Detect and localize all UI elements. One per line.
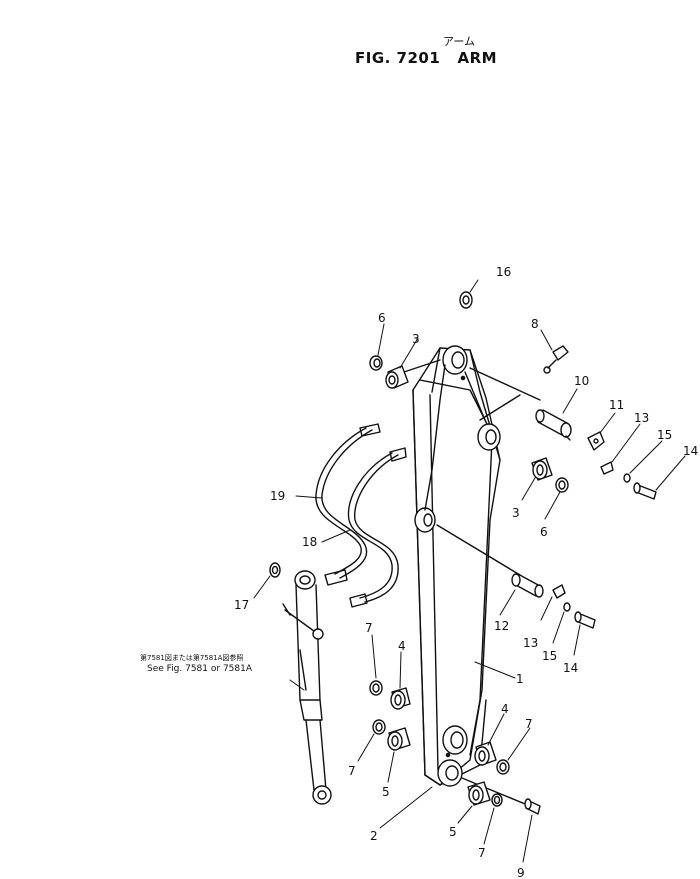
plate-13-lower [552,584,566,599]
reference-note-english: See Fig. 7581 or 7581A [147,664,252,674]
callout-9: 9 [517,866,525,879]
hose-19 [315,423,381,586]
callout-19: 19 [270,489,285,503]
bushing-3-right [531,457,553,481]
callout-12: 12 [494,619,509,633]
washer-15-upper [623,473,631,483]
seal-6-right [555,477,569,493]
callout-6-upper: 6 [378,311,386,325]
arm-cylinder [282,570,332,805]
bolt-9 [524,798,541,815]
bolt-14-lower [574,611,596,629]
seal-7-left-lower [372,719,386,735]
callout-5-left: 5 [382,785,390,799]
bushing-3-upper [385,365,409,389]
washer-16 [459,291,473,309]
callout-3-right: 3 [512,506,520,520]
callout-labels: 1 2 3 3 4 4 5 5 6 6 7 7 7 7 8 9 10 11 12… [234,265,698,879]
grease-fitting-8 [543,345,569,374]
callout-4-right: 4 [501,702,509,716]
callout-13-upper: 13 [634,411,649,425]
pin-10-axis [469,367,541,401]
callout-7-right: 7 [525,717,533,731]
bolt-14-upper [633,482,657,500]
plate-13-upper [600,461,614,475]
washer-15-lower [563,602,571,612]
callout-15-lower: 15 [542,649,557,663]
callout-13-lower: 13 [523,636,538,650]
figure-title-japanese: アーム [443,35,476,48]
pin-bottom-axis [461,777,531,807]
callout-18: 18 [302,535,317,549]
callout-14-upper: 14 [683,444,698,458]
callout-6-right: 6 [540,525,548,539]
callout-8: 8 [531,317,539,331]
bushing-5-lower-right [467,781,491,806]
callout-1: 1 [516,672,524,686]
reference-note-japanese: 第7581図または第7581A図参照 [140,654,244,662]
pin-12-axis [436,524,521,576]
callout-5-right: 5 [449,825,457,839]
callout-16: 16 [496,265,511,279]
hose-18 [347,447,407,608]
callout-10: 10 [574,374,589,388]
figure-name: ARM [457,49,498,67]
callout-17: 17 [234,598,249,612]
bushing-4-left [390,687,411,710]
figure-title: FIG. 7201 ARM [355,49,497,67]
seal-7-bottom [491,793,503,807]
callout-2: 2 [370,829,378,843]
washer-17 [269,562,281,578]
pin-10-axis-b [479,394,521,421]
callout-15-upper: 15 [657,428,672,442]
figure-number: FIG. 7201 [355,49,441,67]
leader-lines [253,279,686,863]
bushing-4-lower-right [474,741,497,766]
seal-7-lower-right [496,759,510,775]
callout-7-bottom: 7 [478,846,486,860]
callout-3-upper: 3 [412,332,420,346]
pin-10 [535,409,572,441]
callout-4-left: 4 [398,639,406,653]
plate-11 [587,431,605,451]
pin-12 [511,573,544,598]
seal-7-left-upper [369,680,383,696]
callout-7-left-lower: 7 [348,764,356,778]
arm-body [412,345,501,787]
seal-6-upper [369,355,383,371]
callout-11: 11 [609,398,624,412]
callout-14-lower: 14 [563,661,578,675]
callout-7-left-upper: 7 [365,621,373,635]
bushing-5-left [387,727,411,751]
